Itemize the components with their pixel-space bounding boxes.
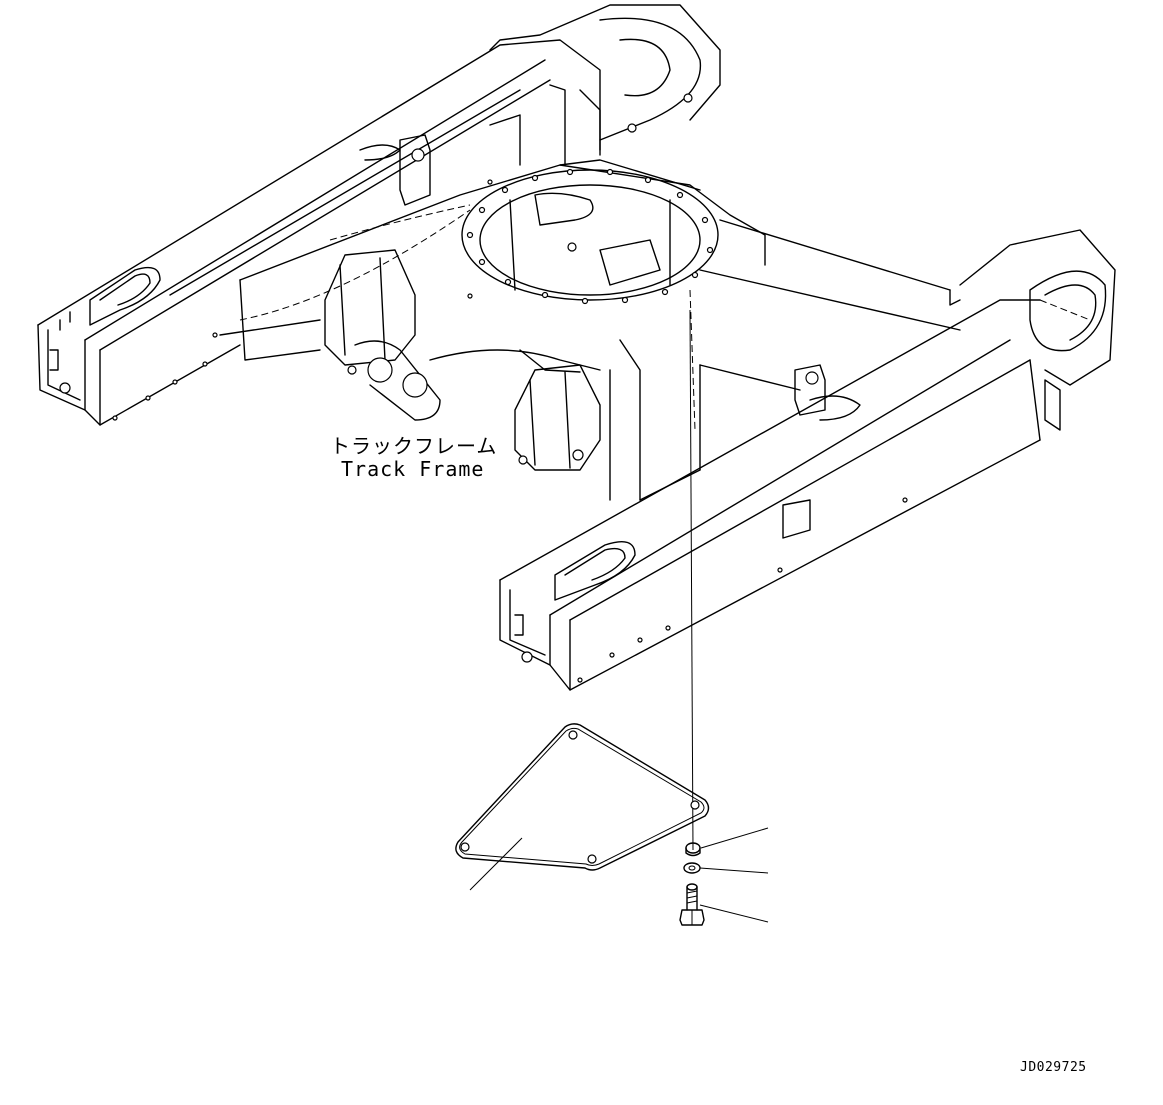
beam-rivets	[112, 179, 908, 683]
installation-line	[689, 309, 694, 851]
fastener-stack	[679, 842, 705, 926]
reference-dashed-lines	[239, 204, 1091, 431]
nut-part	[685, 842, 701, 857]
track-frame-label-japanese: トラックフレーム	[330, 434, 498, 458]
track-frame-label-english: Track Frame	[341, 457, 485, 481]
left-track-frame-beam	[37, 4, 721, 426]
right-track-frame-beam	[499, 229, 1116, 691]
recoil-bracket-left	[324, 249, 441, 421]
bolt-part	[679, 883, 705, 926]
center-cross-member	[219, 84, 961, 501]
undercover-plate	[455, 723, 710, 871]
washer-part	[683, 862, 701, 874]
swing-circle-ring	[461, 168, 719, 305]
drawing-id: JD029725	[1020, 1060, 1087, 1075]
recoil-bracket-right	[514, 364, 601, 471]
ring-bolt-holes	[466, 168, 714, 305]
leader-lines	[469, 827, 769, 923]
